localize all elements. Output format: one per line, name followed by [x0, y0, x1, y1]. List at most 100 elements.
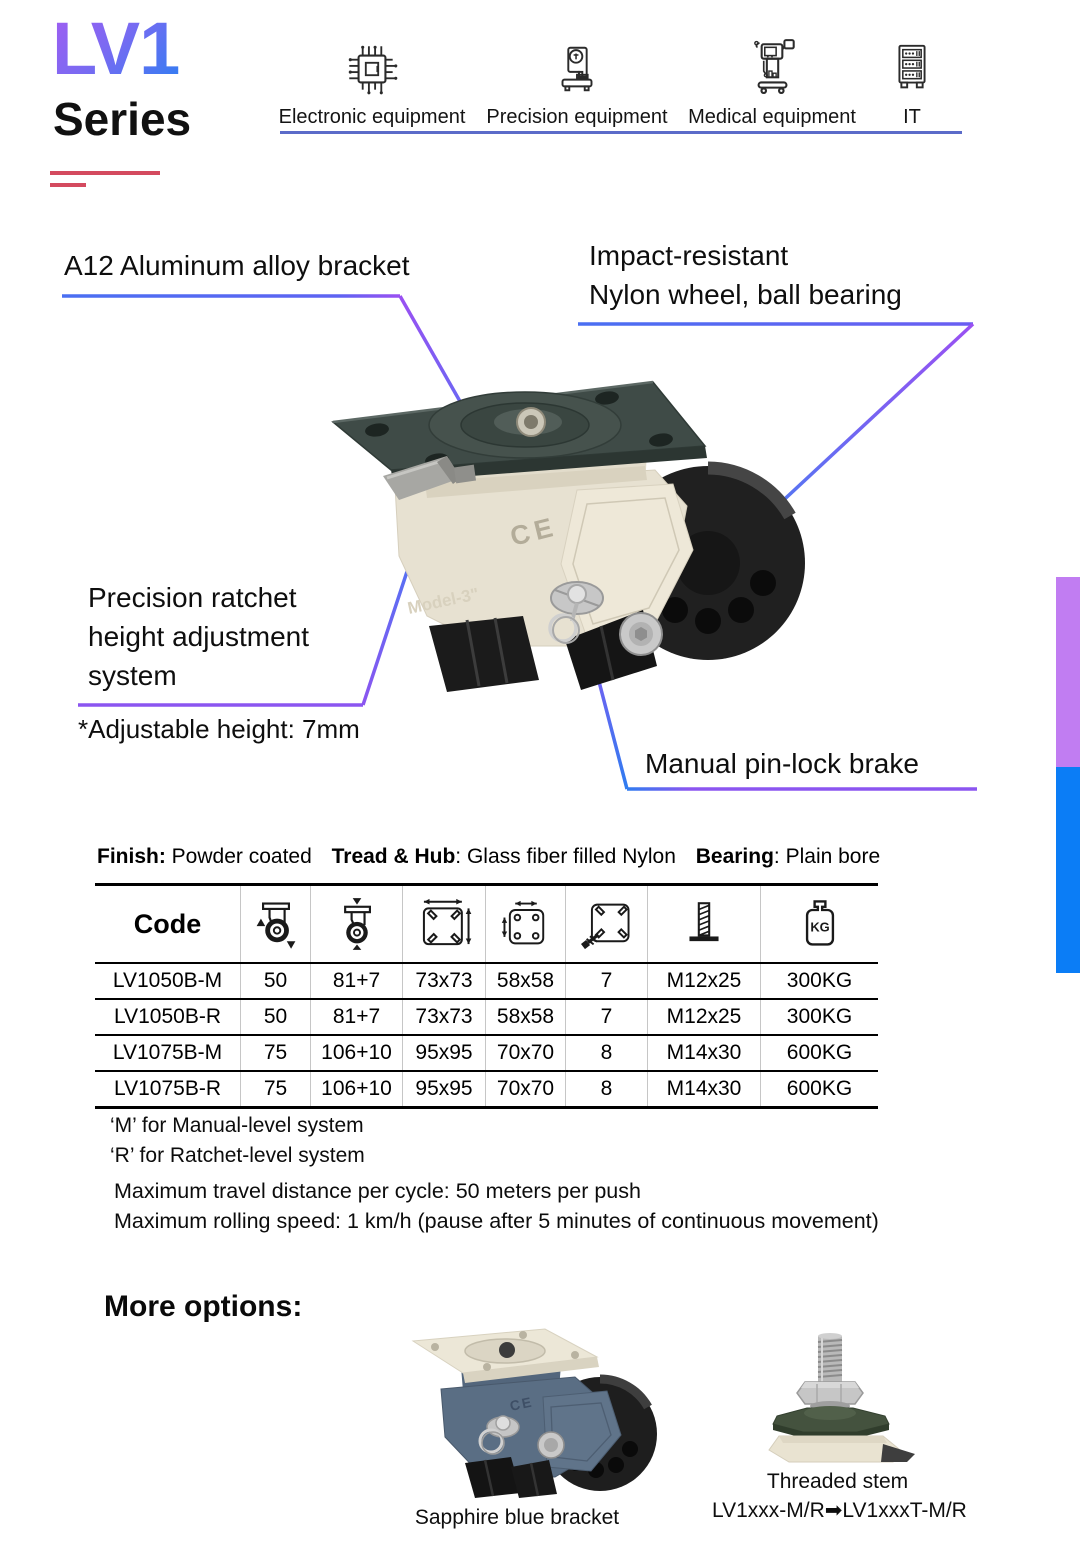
- medical-machine-icon: [741, 30, 803, 100]
- callout-wheel: Impact-resistant Nylon wheel, ball beari…: [589, 236, 902, 314]
- leveling-caster-photo: CE Model-3": [331, 380, 805, 692]
- cell-thread: M12x25: [647, 1000, 760, 1034]
- option-feet: [465, 1457, 557, 1498]
- axle-bolt: [619, 612, 663, 656]
- load-capacity-icon: KG: [760, 886, 878, 962]
- series-code-logo: LV1: [52, 7, 180, 90]
- cell-thread: M14x30: [647, 1036, 760, 1070]
- side-accent-bar-blue: [1056, 767, 1080, 973]
- cell-plate: 73x73: [402, 964, 485, 998]
- application-precision: Precision equipment: [486, 30, 668, 129]
- note-travel-distance: Maximum travel distance per cycle: 50 me…: [114, 1179, 641, 1203]
- plate-size-icon: [402, 886, 485, 962]
- table-row: LV1075B-R 75 106+10 95x95 70x70 8 M14x30…: [95, 1070, 878, 1106]
- cell-spacing: 70x70: [485, 1072, 565, 1106]
- bearing-value: : Plain bore: [773, 845, 881, 868]
- application-label: Medical equipment: [688, 106, 856, 128]
- threaded-stem: [817, 1333, 843, 1384]
- photo-dark-corner: [881, 1444, 915, 1462]
- callout-brake: Manual pin-lock brake: [645, 748, 919, 779]
- thread-stud-icon: [647, 886, 760, 962]
- chip-icon: [341, 30, 403, 100]
- cell-hole: 8: [565, 1036, 647, 1070]
- cell-load: 300KG: [760, 964, 878, 998]
- sapphire-bracket-photo: CE: [411, 1328, 657, 1498]
- threaded-stem-photo: [768, 1333, 915, 1463]
- pin-lock-brake: [548, 581, 604, 644]
- cell-load: 600KG: [760, 1072, 878, 1106]
- application-electronic: Electronic equipment: [279, 30, 465, 129]
- note-r-system: ‘R’ for Ratchet-level system: [110, 1144, 365, 1167]
- cell-wheel-dia: 50: [240, 1000, 310, 1034]
- cell-load: 300KG: [760, 1000, 878, 1034]
- finish-value: Powder coated: [171, 845, 312, 868]
- press-machine-icon: [548, 30, 606, 100]
- cell-thread: M14x30: [647, 1072, 760, 1106]
- logo-underline-short: [50, 183, 86, 187]
- logo-underline-long: [50, 171, 160, 175]
- table-row: LV1075B-M 75 106+10 95x95 70x70 8 M14x30…: [95, 1034, 878, 1070]
- application-label: IT: [903, 106, 921, 128]
- application-label: Electronic equipment: [278, 106, 466, 128]
- note-rolling-speed: Maximum rolling speed: 1 km/h (pause aft…: [114, 1209, 879, 1233]
- kg-label: KG: [810, 920, 829, 935]
- overall-height-icon: [310, 886, 402, 962]
- cell-spacing: 58x58: [485, 1000, 565, 1034]
- cell-spacing: 70x70: [485, 1036, 565, 1070]
- spec-table-header-row: Code: [95, 886, 878, 962]
- ratchet-lever: [383, 456, 477, 500]
- cell-code: LV1075B-M: [112, 1041, 223, 1064]
- cell-plate: 95x95: [402, 1072, 485, 1106]
- wheel-diameter-icon: [240, 886, 310, 962]
- option-body: [440, 1361, 622, 1478]
- side-accent-bar-purple: [1056, 577, 1080, 767]
- code-header: Code: [133, 908, 202, 939]
- application-label: Precision equipment: [486, 106, 668, 128]
- bolt-spacing-icon: [485, 886, 565, 962]
- top-mounting-plate: [331, 380, 707, 482]
- bolt-hole-icon: [565, 886, 647, 962]
- table-row: LV1050B-R 50 81+7 73x73 58x58 7 M12x25 3…: [95, 998, 878, 1034]
- applications-underline: [280, 131, 962, 134]
- more-options-heading: More options:: [104, 1290, 303, 1323]
- series-label: Series: [53, 93, 192, 145]
- callout-ratchet-line2: height adjustment: [88, 621, 310, 652]
- threaded-caption-line2: LV1xxx-M/R➡LV1xxxT-M/R: [712, 1499, 967, 1522]
- callout-ratchet-line3: system: [88, 660, 177, 691]
- threaded-caption-line1: Threaded stem: [766, 1470, 909, 1493]
- callout-wheel-line2: Nylon wheel, ball bearing: [589, 279, 902, 310]
- tread-value: : Glass fiber filled Nylon: [455, 845, 676, 868]
- cell-code: LV1075B-R: [113, 1077, 221, 1100]
- option-pin-lock: [478, 1415, 565, 1459]
- cell-height: 106+10: [310, 1072, 402, 1106]
- bearing-label: Bearing: [695, 845, 774, 868]
- cell-spacing: 58x58: [485, 964, 565, 998]
- cell-code: LV1050B-R: [113, 1005, 221, 1028]
- tread-label: Tread & Hub: [331, 845, 456, 868]
- sapphire-caption: Sapphire blue bracket: [414, 1506, 620, 1529]
- cell-code: LV1050B-M: [112, 969, 223, 992]
- adjustable-height-note: *Adjustable height: 7mm: [78, 714, 360, 744]
- callout-bracket: A12 Aluminum alloy bracket: [64, 250, 410, 281]
- cell-wheel-dia: 75: [240, 1072, 310, 1106]
- cell-height: 81+7: [310, 964, 402, 998]
- note-m-system: ‘M’ for Manual-level system: [110, 1114, 364, 1137]
- cell-plate: 73x73: [402, 1000, 485, 1034]
- callout-ratchet-line1: Precision ratchet: [88, 582, 297, 613]
- application-medical: Medical equipment: [682, 30, 862, 129]
- finish-label: Finish:: [97, 845, 166, 868]
- cell-load: 600KG: [760, 1036, 878, 1070]
- option-ce-marking: CE: [508, 1393, 534, 1414]
- cell-plate: 95x95: [402, 1036, 485, 1070]
- cream-base: [768, 1435, 915, 1463]
- cell-height: 81+7: [310, 1000, 402, 1034]
- application-it: IT: [857, 30, 967, 129]
- cell-wheel-dia: 75: [240, 1036, 310, 1070]
- cell-hole: 7: [565, 964, 647, 998]
- option-plate: [411, 1328, 599, 1383]
- server-rack-icon: [883, 30, 941, 100]
- cell-height: 106+10: [310, 1036, 402, 1070]
- cell-hole: 8: [565, 1072, 647, 1106]
- callout-ratchet: Precision ratchet height adjustment syst…: [88, 578, 309, 695]
